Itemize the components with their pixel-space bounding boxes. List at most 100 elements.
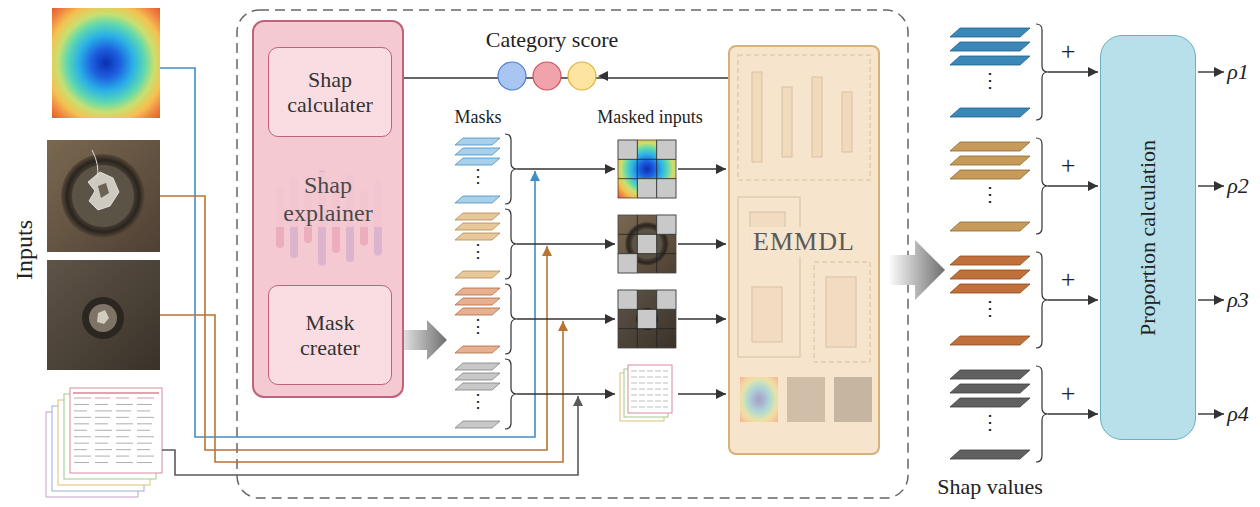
mask-layer	[455, 383, 500, 390]
table-cell	[137, 410, 150, 411]
shap-layer	[950, 156, 1030, 165]
process-box: Proportion calculation	[1100, 35, 1196, 440]
flow-line	[1048, 413, 1098, 414]
shap-layer	[950, 170, 1030, 179]
masked-cell	[637, 234, 656, 253]
mask-layer	[455, 213, 500, 220]
faded-block	[752, 287, 782, 342]
table-cell	[137, 423, 152, 424]
output-arrow	[1198, 71, 1224, 72]
section-label: Inputs	[12, 220, 36, 280]
table-cell	[116, 423, 133, 424]
image-frame	[618, 215, 676, 273]
masked-cell	[637, 309, 656, 328]
faded-frame	[738, 197, 800, 357]
shap-layer	[950, 108, 1030, 117]
table-cell	[95, 456, 110, 457]
table-cell	[137, 436, 154, 437]
table-cell	[116, 456, 129, 457]
column-label: Shap values	[937, 476, 1043, 498]
table-cell	[74, 436, 91, 437]
grid-line	[618, 309, 676, 310]
shap-layer	[950, 142, 1030, 151]
module-panel: Shap explainerShap calculaterMask create…	[252, 20, 404, 398]
masked-cell	[657, 179, 676, 198]
node-text: Shap calculater	[275, 67, 385, 118]
table-cell	[137, 404, 152, 405]
flow-line	[678, 168, 726, 169]
mask-layer	[455, 373, 500, 380]
plus-sign: +	[1061, 153, 1076, 179]
shap-layer	[950, 384, 1030, 393]
output-symbol: ρ3	[1227, 289, 1249, 311]
table-cell	[137, 449, 150, 450]
score-circle	[533, 62, 561, 90]
table-cell	[116, 443, 133, 444]
mask-layer	[455, 346, 500, 353]
mask-layer	[455, 223, 500, 230]
masked-cell	[637, 179, 656, 198]
table-cell	[74, 404, 89, 405]
table-cell	[631, 377, 668, 378]
score-label: Category score	[486, 29, 619, 51]
shap-layer	[950, 42, 1030, 51]
ellipsis-mark: ⋮	[980, 298, 1000, 318]
model-box: EMMDL	[728, 45, 880, 455]
masked-cell	[618, 290, 637, 309]
table-cell	[95, 430, 112, 431]
output-arrow	[1198, 185, 1224, 186]
table-cell	[137, 417, 154, 418]
faded-thumb	[834, 377, 872, 422]
grid-line	[637, 215, 638, 273]
table-cell	[95, 423, 108, 424]
faded-block	[812, 77, 822, 157]
grid-line	[618, 253, 676, 254]
grid-line	[618, 234, 676, 235]
table-cell	[631, 395, 668, 396]
coin-face	[89, 304, 117, 332]
output-arrow	[1198, 299, 1224, 300]
brace	[505, 284, 517, 354]
table-cell	[631, 401, 668, 402]
node-text: Proportion calculation	[1135, 139, 1161, 335]
table-cell	[137, 443, 152, 444]
table-header	[73, 392, 159, 394]
brace	[1036, 252, 1048, 348]
ellipsis-mark: ⋮	[980, 70, 1000, 90]
shap-layer	[950, 56, 1030, 65]
brace	[1036, 138, 1048, 234]
faded-block	[842, 92, 852, 152]
mask-layer	[455, 288, 500, 295]
faded-frame	[738, 55, 870, 180]
ellipsis-mark: ⋮	[980, 184, 1000, 204]
coin-rim	[82, 297, 124, 339]
table-cell	[95, 436, 110, 437]
masked-photo	[618, 215, 676, 273]
column-label: Masks	[454, 108, 501, 126]
masked-cell	[618, 140, 637, 159]
table-page	[628, 365, 672, 413]
table-page	[70, 388, 162, 473]
table-cell	[116, 449, 131, 450]
flow-line	[1048, 299, 1098, 300]
table-cell	[74, 443, 89, 444]
faded-block	[782, 87, 792, 157]
table-cell	[116, 436, 129, 437]
flow-line	[1048, 71, 1098, 72]
plus-sign: +	[1061, 267, 1076, 293]
grid-line	[656, 290, 657, 348]
output-symbol: ρ2	[1227, 175, 1249, 197]
coin-rim	[636, 308, 658, 330]
mask-layer	[455, 271, 500, 278]
output-symbol: ρ4	[1227, 403, 1249, 425]
table-cell	[95, 449, 112, 450]
flow-line	[517, 393, 615, 394]
masked-photo	[618, 290, 676, 348]
score-circle	[498, 62, 526, 90]
masked-cell	[618, 254, 637, 273]
table-cell	[95, 410, 112, 411]
